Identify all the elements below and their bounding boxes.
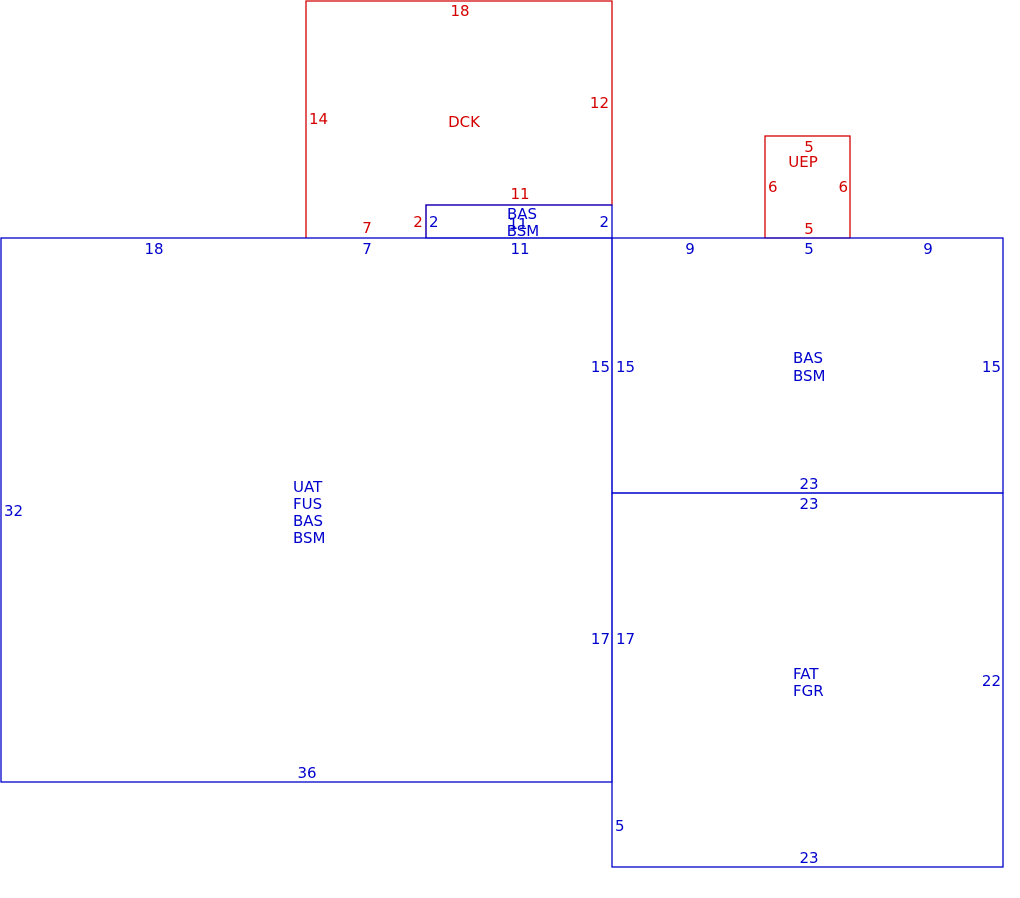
- deck-left-dim: 14: [309, 110, 328, 128]
- uep-left-dim: 6: [768, 178, 778, 196]
- main-top-dim-a: 18: [144, 240, 163, 258]
- right-upper-top-dim-c: 9: [923, 240, 933, 258]
- small-bay-right-dim: 2: [599, 213, 609, 231]
- main-right-lower-dim: 17: [591, 630, 610, 648]
- deck-right-dim: 12: [590, 94, 609, 112]
- uep-bottom-dim: 5: [804, 220, 814, 238]
- small-bay-code-2: BSM: [507, 222, 540, 240]
- deck-inner-dim: 11: [510, 185, 529, 203]
- right-upper-code-1: BAS: [793, 349, 823, 367]
- main-right-upper-dim: 15: [591, 358, 610, 376]
- main-code-3: BAS: [293, 512, 323, 530]
- main-left-dim: 32: [4, 502, 23, 520]
- right-lower-bottom-dim: 23: [799, 849, 818, 867]
- uep-right-dim: 6: [838, 178, 848, 196]
- right-lower-code-2: FGR: [793, 682, 824, 700]
- deck-step-dim: 2: [413, 213, 423, 231]
- main-code-2: FUS: [293, 495, 322, 513]
- small-bay-left-dim: 2: [429, 213, 439, 231]
- main-top-dim-b: 7: [362, 240, 372, 258]
- right-lower-top-dim: 23: [799, 495, 818, 513]
- right-upper-bottom-dim: 23: [799, 475, 818, 493]
- right-lower-code-1: FAT: [793, 665, 819, 683]
- uep-code: UEP: [788, 153, 818, 171]
- right-lower-left-lower-dim: 5: [615, 817, 625, 835]
- uep-top-dim: 5: [804, 138, 814, 156]
- right-lower-right-dim: 22: [982, 672, 1001, 690]
- small-bay-outline: [425, 204, 613, 239]
- right-lower-left-upper-dim: 17: [616, 630, 635, 648]
- deck-bottom-dim: 7: [362, 219, 372, 237]
- main-code-4: BSM: [293, 529, 326, 547]
- right-upper-right-dim: 15: [982, 358, 1001, 376]
- main-bottom-dim: 36: [297, 764, 316, 782]
- right-upper-left-dim: 15: [616, 358, 635, 376]
- right-lower-outline: [611, 492, 1004, 868]
- main-top-dim-c: 11: [510, 240, 529, 258]
- deck-top-dim: 18: [450, 2, 469, 20]
- small-bay-mid-dim: 11: [508, 215, 527, 233]
- deck-code: DCK: [448, 113, 481, 131]
- right-upper-code-2: BSM: [793, 367, 826, 385]
- small-bay-code-1: BAS: [507, 205, 537, 223]
- right-upper-top-dim-b: 5: [804, 240, 814, 258]
- main-code-1: UAT: [293, 478, 323, 496]
- right-upper-top-dim-a: 9: [685, 240, 695, 258]
